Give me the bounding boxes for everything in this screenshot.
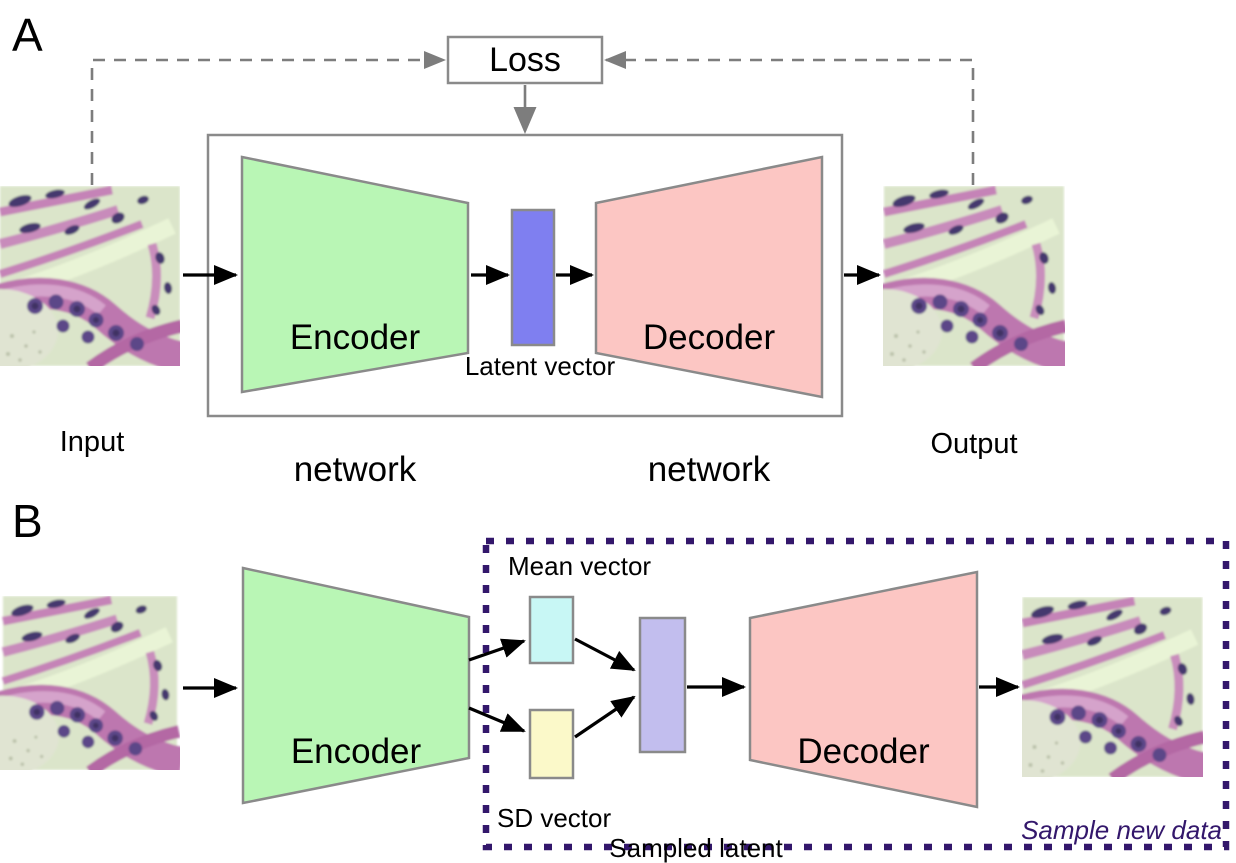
- loss-label: Loss: [489, 40, 561, 79]
- output-image-a: [826, 186, 1069, 373]
- latent-vector-label: Latent vector: [464, 351, 616, 381]
- dashed-line-input-to-loss: [90, 51, 446, 185]
- panel-b-letter: B: [12, 495, 43, 547]
- panel-a-letter: A: [12, 9, 43, 61]
- decoder-b-label: Decoder network: [797, 732, 930, 771]
- sd-vector: [528, 708, 575, 780]
- encoder-b-label: Encoder network: [290, 732, 422, 771]
- decoder-network-a: [594, 155, 824, 399]
- encoder-a-label: Encoder network: [289, 318, 421, 489]
- mean-vector: [528, 595, 575, 665]
- latent-vector-a: [510, 208, 556, 347]
- sd-vector-label: SD vector: [497, 803, 612, 833]
- sampled-latent-vector: [638, 616, 687, 754]
- sampled-latent-label: Sampled latent vector: [609, 833, 783, 863]
- output-label: Output: [930, 428, 1018, 460]
- encoder-network-a: [240, 155, 470, 394]
- arrow-encoder-to-mean: [468, 638, 526, 662]
- decoder-network-b: [748, 570, 979, 809]
- sample-new-data-label: Sample new data: [1021, 815, 1222, 845]
- arrow-mean-to-sampled: [574, 637, 636, 672]
- output-image-b: [965, 597, 1208, 784]
- arrow-sd-to-sampled: [574, 695, 636, 739]
- decoder-a-label: Decoder network: [642, 318, 776, 489]
- encoder-network-b: [241, 566, 471, 805]
- input-image-a: [0, 186, 185, 373]
- input-image-b: [0, 596, 182, 777]
- input-label: Input: [59, 426, 125, 458]
- arrow-encoder-to-sd: [468, 706, 526, 733]
- mean-vector-label: Mean vector: [508, 551, 652, 581]
- loss-box: [446, 35, 604, 85]
